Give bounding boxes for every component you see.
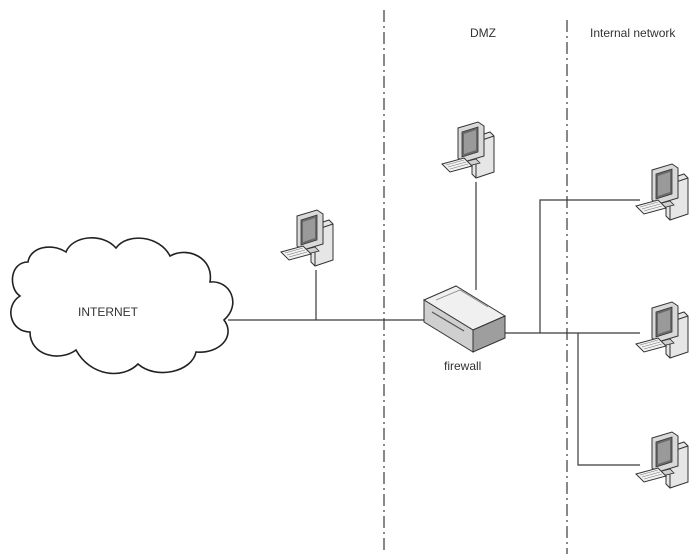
connection-lines bbox=[228, 182, 640, 466]
internal-computer-2-icon bbox=[635, 301, 689, 359]
cloud-icon bbox=[10, 237, 234, 375]
dmz-zone-label: DMZ bbox=[470, 26, 496, 40]
internet-cloud-label: INTERNET bbox=[78, 305, 138, 319]
router-icon bbox=[422, 285, 507, 353]
firewall-label: firewall bbox=[444, 359, 482, 373]
internal-network-zone-label: Internal network bbox=[590, 26, 676, 40]
internet-side-computer-icon bbox=[280, 209, 334, 267]
dmz-server-computer-icon bbox=[441, 121, 495, 179]
internal-computer-3-icon bbox=[635, 431, 689, 489]
internal-computer-1-icon bbox=[635, 163, 689, 221]
